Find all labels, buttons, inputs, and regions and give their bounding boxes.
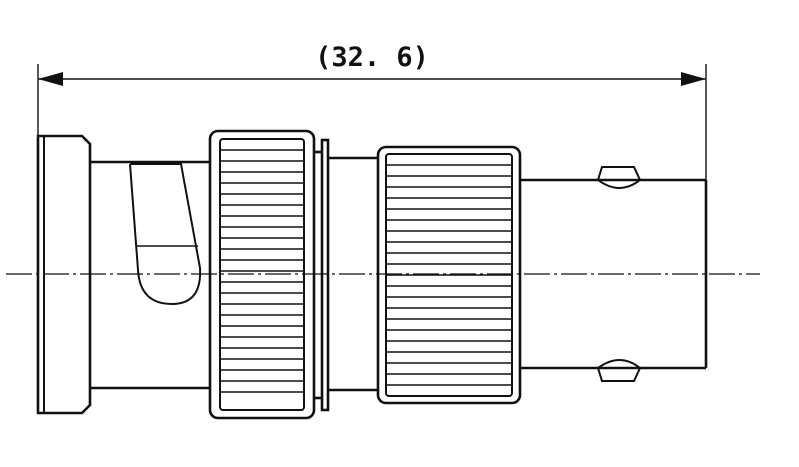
bayonet-body bbox=[90, 160, 210, 390]
left-flange bbox=[36, 134, 92, 415]
coupling-nut-outline bbox=[208, 129, 316, 420]
rear-tube bbox=[520, 166, 708, 382]
coupling-nut-inner bbox=[219, 138, 305, 411]
dimension-label: (32. 6) bbox=[315, 42, 429, 73]
coupling-nut-knurl bbox=[220, 149, 304, 393]
tube-bottom-bump bbox=[596, 359, 642, 382]
neck-collar bbox=[320, 138, 330, 412]
sleeve-outline bbox=[376, 145, 522, 405]
neck-section bbox=[314, 138, 378, 412]
knurled-coupling-nut bbox=[208, 129, 316, 420]
tube-top-bump bbox=[596, 166, 642, 189]
dimension-annotation: (32. 6) bbox=[37, 42, 707, 182]
knurled-sleeve bbox=[376, 145, 522, 405]
sleeve-knurl bbox=[386, 164, 512, 386]
bayonet-slot bbox=[129, 163, 202, 306]
flange-outline bbox=[36, 134, 92, 415]
